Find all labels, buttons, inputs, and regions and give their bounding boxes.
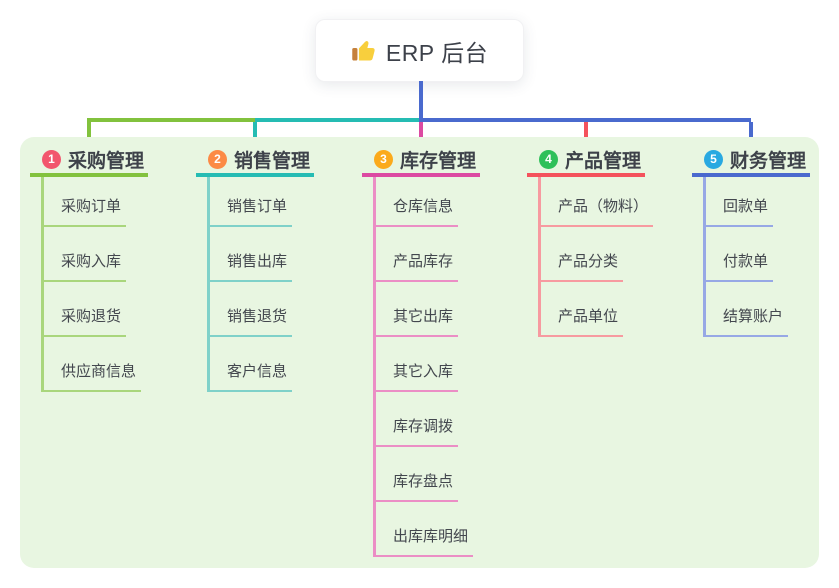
node-label: 其它出库 bbox=[376, 305, 459, 337]
branch-label: 库存管理 bbox=[400, 150, 477, 172]
node-item[interactable]: 销售出库 bbox=[210, 227, 362, 282]
node-item[interactable]: 销售订单 bbox=[210, 177, 362, 227]
branch-children: 产品（物料） 产品分类 产品单位 bbox=[538, 177, 693, 337]
node-item[interactable]: 采购订单 bbox=[44, 177, 196, 227]
branch-number-badge: 3 bbox=[374, 149, 393, 169]
node-label: 产品库存 bbox=[376, 250, 459, 282]
branch-children: 回款单 付款单 结算账户 bbox=[703, 177, 839, 337]
branch-column-inventory: 3 库存管理 仓库信息 产品库存 其它出库 其它入库 库存调拨 库存盘点 出库库… bbox=[362, 145, 528, 557]
branch-label: 财务管理 bbox=[730, 150, 807, 172]
branch-label: 销售管理 bbox=[234, 150, 311, 172]
node-item[interactable]: 客户信息 bbox=[210, 337, 362, 392]
connector-horizontal-segment-3 bbox=[419, 118, 751, 122]
node-label: 产品单位 bbox=[541, 305, 624, 337]
node-label: 采购入库 bbox=[44, 250, 127, 282]
branch-children: 销售订单 销售出库 销售退货 客户信息 bbox=[207, 177, 362, 392]
connector-drop-branch-1 bbox=[87, 122, 91, 144]
node-label: 产品分类 bbox=[541, 250, 624, 282]
connector-drop-branch-5 bbox=[749, 122, 753, 144]
node-item[interactable]: 回款单 bbox=[706, 177, 839, 227]
branch-number-badge: 1 bbox=[42, 149, 61, 169]
connector-horizontal-segment-2 bbox=[255, 118, 419, 122]
branch-node-inventory[interactable]: 3 库存管理 bbox=[362, 145, 480, 177]
node-label: 销售退货 bbox=[210, 305, 293, 337]
node-item[interactable]: 产品分类 bbox=[541, 227, 693, 282]
node-item[interactable]: 采购退货 bbox=[44, 282, 196, 337]
branch-node-purchase[interactable]: 1 采购管理 bbox=[30, 145, 148, 177]
mindmap-panel bbox=[20, 137, 819, 568]
node-label: 付款单 bbox=[706, 250, 774, 282]
branch-column-finance: 5 财务管理 回款单 付款单 结算账户 bbox=[692, 145, 839, 337]
branch-node-product[interactable]: 4 产品管理 bbox=[527, 145, 645, 177]
node-item[interactable]: 其它入库 bbox=[376, 337, 528, 392]
node-label: 结算账户 bbox=[706, 305, 789, 337]
node-item[interactable]: 出库库明细 bbox=[376, 502, 528, 557]
node-item[interactable]: 库存盘点 bbox=[376, 447, 528, 502]
node-item[interactable]: 采购入库 bbox=[44, 227, 196, 282]
node-item[interactable]: 结算账户 bbox=[706, 282, 839, 337]
branch-column-sales: 2 销售管理 销售订单 销售出库 销售退货 客户信息 bbox=[196, 145, 362, 392]
node-label: 供应商信息 bbox=[44, 360, 142, 392]
branch-column-purchase: 1 采购管理 采购订单 采购入库 采购退货 供应商信息 bbox=[30, 145, 196, 392]
branch-label: 产品管理 bbox=[565, 150, 642, 172]
thumbs-up-icon bbox=[352, 40, 375, 61]
node-item[interactable]: 供应商信息 bbox=[44, 337, 196, 392]
connector-root-line bbox=[419, 81, 423, 118]
connector-drop-branch-2 bbox=[253, 122, 257, 144]
root-node[interactable]: ERP 后台 bbox=[315, 19, 524, 82]
node-item[interactable]: 产品单位 bbox=[541, 282, 693, 337]
node-label: 其它入库 bbox=[376, 360, 459, 392]
node-label: 回款单 bbox=[706, 195, 774, 227]
node-item[interactable]: 仓库信息 bbox=[376, 177, 528, 227]
node-label: 销售订单 bbox=[210, 195, 293, 227]
branch-children: 仓库信息 产品库存 其它出库 其它入库 库存调拨 库存盘点 出库库明细 bbox=[373, 177, 528, 557]
branch-node-finance[interactable]: 5 财务管理 bbox=[692, 145, 810, 177]
connector-horizontal-segment-1 bbox=[87, 118, 255, 122]
node-label: 库存调拨 bbox=[376, 415, 459, 447]
connector-drop-branch-4 bbox=[584, 122, 588, 144]
node-label: 产品（物料） bbox=[541, 195, 654, 227]
node-item[interactable]: 付款单 bbox=[706, 227, 839, 282]
branch-number-badge: 2 bbox=[208, 149, 227, 169]
connector-drop-branch-3 bbox=[419, 122, 423, 144]
node-label: 客户信息 bbox=[210, 360, 293, 392]
node-item[interactable]: 产品库存 bbox=[376, 227, 528, 282]
branch-number-badge: 4 bbox=[539, 149, 558, 169]
branch-column-product: 4 产品管理 产品（物料） 产品分类 产品单位 bbox=[527, 145, 693, 337]
branch-node-sales[interactable]: 2 销售管理 bbox=[196, 145, 314, 177]
node-item[interactable]: 库存调拨 bbox=[376, 392, 528, 447]
branch-number-badge: 5 bbox=[704, 149, 723, 169]
root-label: ERP 后台 bbox=[385, 39, 489, 66]
node-label: 仓库信息 bbox=[376, 195, 459, 227]
node-item[interactable]: 产品（物料） bbox=[541, 177, 693, 227]
node-label: 采购退货 bbox=[44, 305, 127, 337]
branch-label: 采购管理 bbox=[68, 150, 145, 172]
node-item[interactable]: 其它出库 bbox=[376, 282, 528, 337]
branch-children: 采购订单 采购入库 采购退货 供应商信息 bbox=[41, 177, 196, 392]
node-item[interactable]: 销售退货 bbox=[210, 282, 362, 337]
node-label: 库存盘点 bbox=[376, 470, 459, 502]
node-label: 出库库明细 bbox=[376, 525, 474, 557]
node-label: 采购订单 bbox=[44, 195, 127, 227]
node-label: 销售出库 bbox=[210, 250, 293, 282]
